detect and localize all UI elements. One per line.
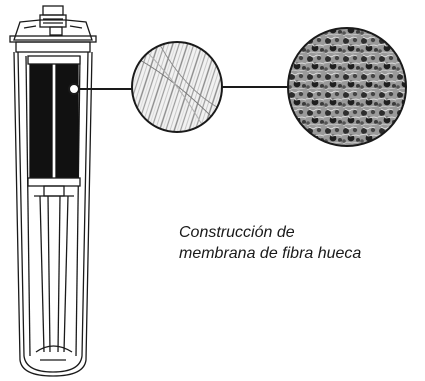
filter-cartridge — [9, 5, 97, 377]
caption-line-1: Construcción de — [179, 224, 295, 241]
fiber-closeup — [131, 41, 223, 133]
caption-line-2: membrana de fibra hueca — [179, 245, 362, 262]
diagram-caption: Construcción de membrana de fibra hueca — [179, 222, 425, 264]
callout-pointer — [68, 83, 132, 95]
membrane-pore-closeup — [287, 27, 407, 147]
